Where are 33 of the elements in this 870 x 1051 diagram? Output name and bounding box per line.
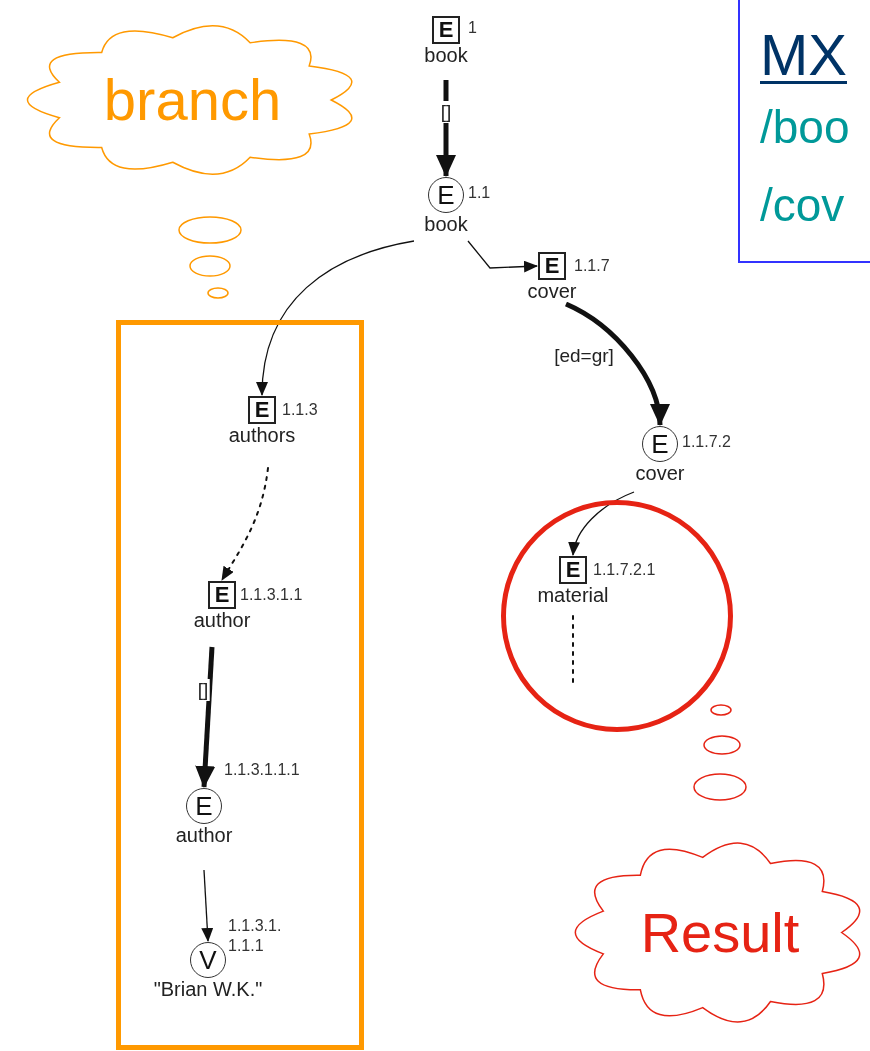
query-panel <box>738 0 870 263</box>
arrow <box>195 646 216 788</box>
arrow <box>569 491 635 556</box>
element-square: E <box>538 252 566 280</box>
edge-label: [] <box>439 101 453 123</box>
arrow <box>221 467 269 581</box>
node-number: 1.1.3 <box>282 400 318 420</box>
node-number: 1.1.3.1. 1.1.1 <box>228 916 283 956</box>
edge-label: [] <box>196 679 210 701</box>
cloud-text: branch <box>103 71 282 129</box>
highlight-frame <box>116 320 364 1050</box>
edge-label: [ed=gr] <box>554 345 614 367</box>
node-number: 1 <box>468 18 477 38</box>
node-number: 1.1.3.1.1.1 <box>224 760 300 780</box>
element-square: E <box>248 396 276 424</box>
node-number: 1.1.7.2 <box>682 432 731 452</box>
cloud-text: Result <box>640 904 800 961</box>
arrow <box>256 240 415 396</box>
arrow <box>467 240 538 273</box>
dotted-line <box>572 615 574 683</box>
element-square: E <box>432 16 460 44</box>
arrow <box>436 80 456 177</box>
arrow <box>201 869 214 942</box>
arrow <box>564 301 669 426</box>
node-number: 1.1.7 <box>574 256 610 276</box>
node-number: 1.1 <box>468 183 491 203</box>
xpath-step: /boo <box>760 88 850 166</box>
element-square: E <box>208 581 236 609</box>
node-number: 1.1.3.1.1 <box>240 585 303 605</box>
node-number: 1.1.7.2.1 <box>593 560 656 580</box>
element-square: E <box>559 556 587 584</box>
xpath-step: /cov <box>760 166 845 244</box>
panel-heading: MX <box>760 22 847 88</box>
